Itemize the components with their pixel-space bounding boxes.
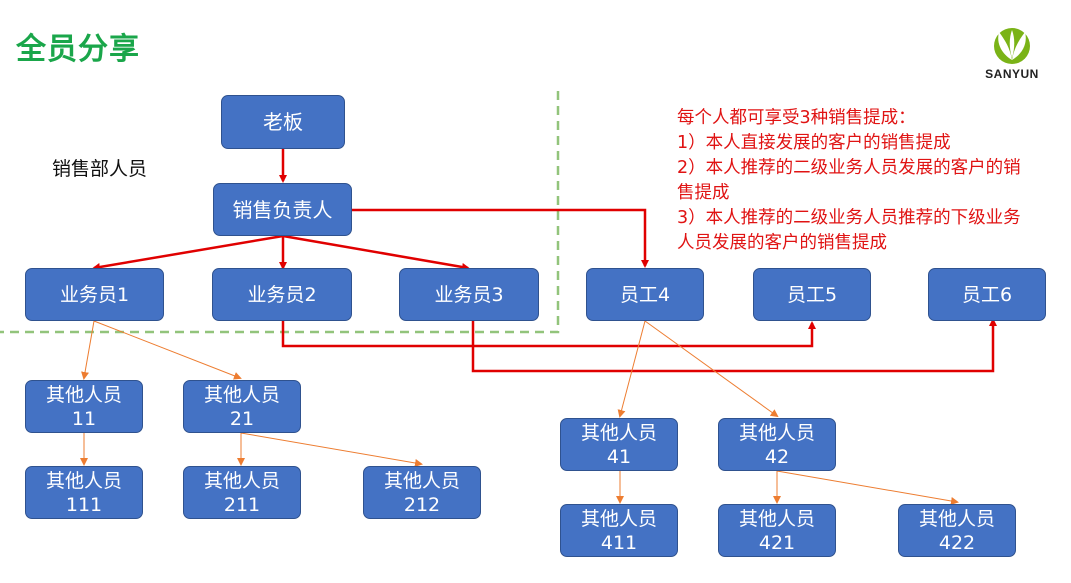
node-sales1: 业务员1 (25, 268, 164, 321)
node-other-11: 其他人员 11 (25, 380, 143, 433)
node-number: 411 (600, 531, 638, 554)
node-other-111: 其他人员 111 (25, 466, 143, 519)
arrow-sales1-to-11 (81, 320, 95, 380)
node-other-422: 其他人员 422 (898, 504, 1016, 557)
node-label: 业务员1 (59, 283, 130, 306)
arrow-head-to-emp4 (351, 208, 649, 268)
node-number: 421 (758, 531, 796, 554)
arrow-head-to-sales3 (282, 234, 470, 271)
node-label: 其他人员 (203, 469, 280, 492)
node-other-212: 其他人员 212 (363, 466, 481, 519)
node-label: 老板 (263, 110, 303, 134)
arrow-42-to-422 (776, 470, 959, 505)
node-emp5: 员工5 (753, 268, 871, 321)
node-number: 212 (403, 493, 441, 516)
node-other-41: 其他人员 41 (560, 418, 678, 471)
node-number: 422 (938, 531, 976, 554)
node-number: 111 (65, 493, 103, 516)
node-other-411: 其他人员 411 (560, 504, 678, 557)
page-title: 全员分享 (16, 32, 140, 67)
node-number: 41 (606, 445, 632, 468)
node-emp4: 员工4 (586, 268, 704, 321)
node-emp6: 员工6 (928, 268, 1046, 321)
node-other-421: 其他人员 421 (718, 504, 836, 557)
node-sales2: 业务员2 (212, 268, 352, 321)
node-label: 其他人员 (45, 469, 122, 492)
node-sales3: 业务员3 (399, 268, 539, 321)
node-label: 其他人员 (45, 383, 122, 406)
node-label: 员工4 (619, 283, 671, 306)
node-label: 员工5 (786, 283, 838, 306)
node-label: 员工6 (961, 283, 1013, 306)
arrow-sales1-to-21 (93, 320, 242, 380)
arrow-emp4-to-42 (644, 320, 779, 418)
node-label: 其他人员 (580, 507, 657, 530)
node-other-211: 其他人员 211 (183, 466, 301, 519)
node-label: 其他人员 (580, 421, 657, 444)
node-label: 其他人员 (203, 383, 280, 406)
logo-text: SANYUN (985, 67, 1039, 81)
notes-line: 1）本人直接发展的客户的销售提成 (677, 133, 951, 153)
sales-dept-label: 销售部人员 (52, 158, 148, 180)
node-other-42: 其他人员 42 (718, 418, 836, 471)
node-number: 211 (223, 493, 261, 516)
sanyun-logo: SANYUN (972, 24, 1052, 88)
node-label: 其他人员 (918, 507, 995, 530)
notes-line: 每个人都可享受3种销售提成： (677, 108, 916, 128)
node-number: 42 (764, 445, 790, 468)
node-label: 销售负责人 (232, 197, 333, 222)
node-number: 21 (229, 407, 255, 430)
node-label: 业务员2 (247, 283, 317, 306)
node-label: 业务员3 (434, 283, 504, 306)
leaf-logo-icon (994, 28, 1030, 64)
commission-notes: 每个人都可享受3种销售提成： 1）本人直接发展的客户的销售提成 2）本人推荐的二… (677, 106, 1037, 256)
node-number: 11 (71, 407, 97, 430)
notes-line: 3）本人推荐的二级业务人员推荐的下级业务人员发展的客户的销售提成 (677, 208, 1021, 253)
arrow-sales2-to-emp5 (281, 321, 816, 348)
node-label: 其他人员 (738, 421, 815, 444)
arrow-head-to-sales1 (92, 234, 284, 271)
node-other-21: 其他人员 21 (183, 380, 301, 433)
arrow-emp4-to-41 (617, 320, 646, 418)
node-label: 其他人员 (738, 507, 815, 530)
notes-line: 2）本人推荐的二级业务人员发展的客户的销售提成 (677, 158, 1021, 203)
arrow-sales3-to-emp6 (471, 318, 997, 373)
node-label: 其他人员 (383, 469, 460, 492)
sales-dept-boundary (0, 91, 560, 334)
node-sales-head: 销售负责人 (213, 183, 352, 236)
arrow-21-to-212 (240, 432, 423, 467)
node-boss: 老板 (221, 95, 345, 149)
